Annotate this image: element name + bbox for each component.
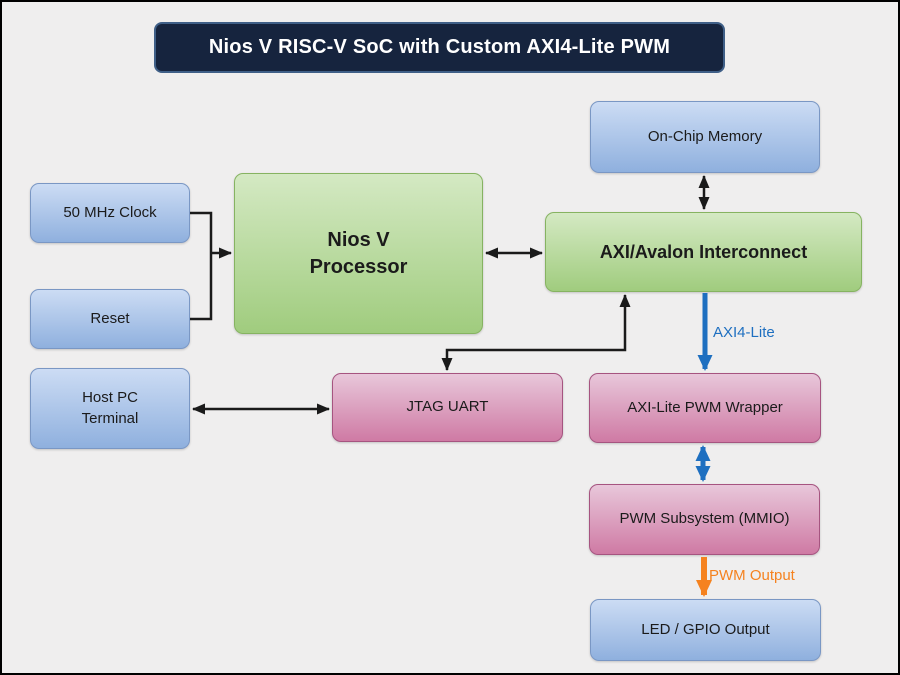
axi4-lite-edge-label: AXI4-Lite [713,324,775,341]
node-label: AXI-Lite PWM Wrapper [627,398,783,416]
node-nios-v-processor: Nios V Processor [234,173,483,334]
node-host-pc-terminal: Host PC Terminal [30,368,190,449]
diagram-title: Nios V RISC-V SoC with Custom AXI4-Lite … [154,22,725,73]
node-label-line1: Host PC [82,389,138,407]
node-jtag-uart: JTAG UART [332,373,563,442]
node-50mhz-clock: 50 MHz Clock [30,183,190,243]
node-label: On-Chip Memory [647,127,763,145]
node-label-line1: Nios V [327,228,390,251]
node-label-line2: Processor [309,255,408,278]
node-axi-lite-pwm-wrapper: AXI-Lite PWM Wrapper [589,373,821,443]
node-label: PWM Subsystem (MMIO) [619,510,790,528]
pwm-output-edge-label: PWM Output [709,567,795,584]
node-axi-avalon-interconnect: AXI/Avalon Interconnect [545,212,862,292]
node-on-chip-memory: On-Chip Memory [590,101,820,173]
node-led-gpio-output: LED / GPIO Output [590,599,821,661]
node-reset: Reset [30,289,190,349]
node-label: JTAG UART [406,398,489,416]
edge-clock-reset-rail [190,211,213,321]
node-label-line2: Terminal [81,409,139,427]
node-label: LED / GPIO Output [641,620,770,638]
node-pwm-subsystem-mmio: PWM Subsystem (MMIO) [589,484,820,555]
node-label: AXI/Avalon Interconnect [599,241,808,262]
diagram-title-text: Nios V RISC-V SoC with Custom AXI4-Lite … [208,36,671,58]
node-label: 50 MHz Clock [63,203,157,221]
node-label: Reset [90,309,130,327]
